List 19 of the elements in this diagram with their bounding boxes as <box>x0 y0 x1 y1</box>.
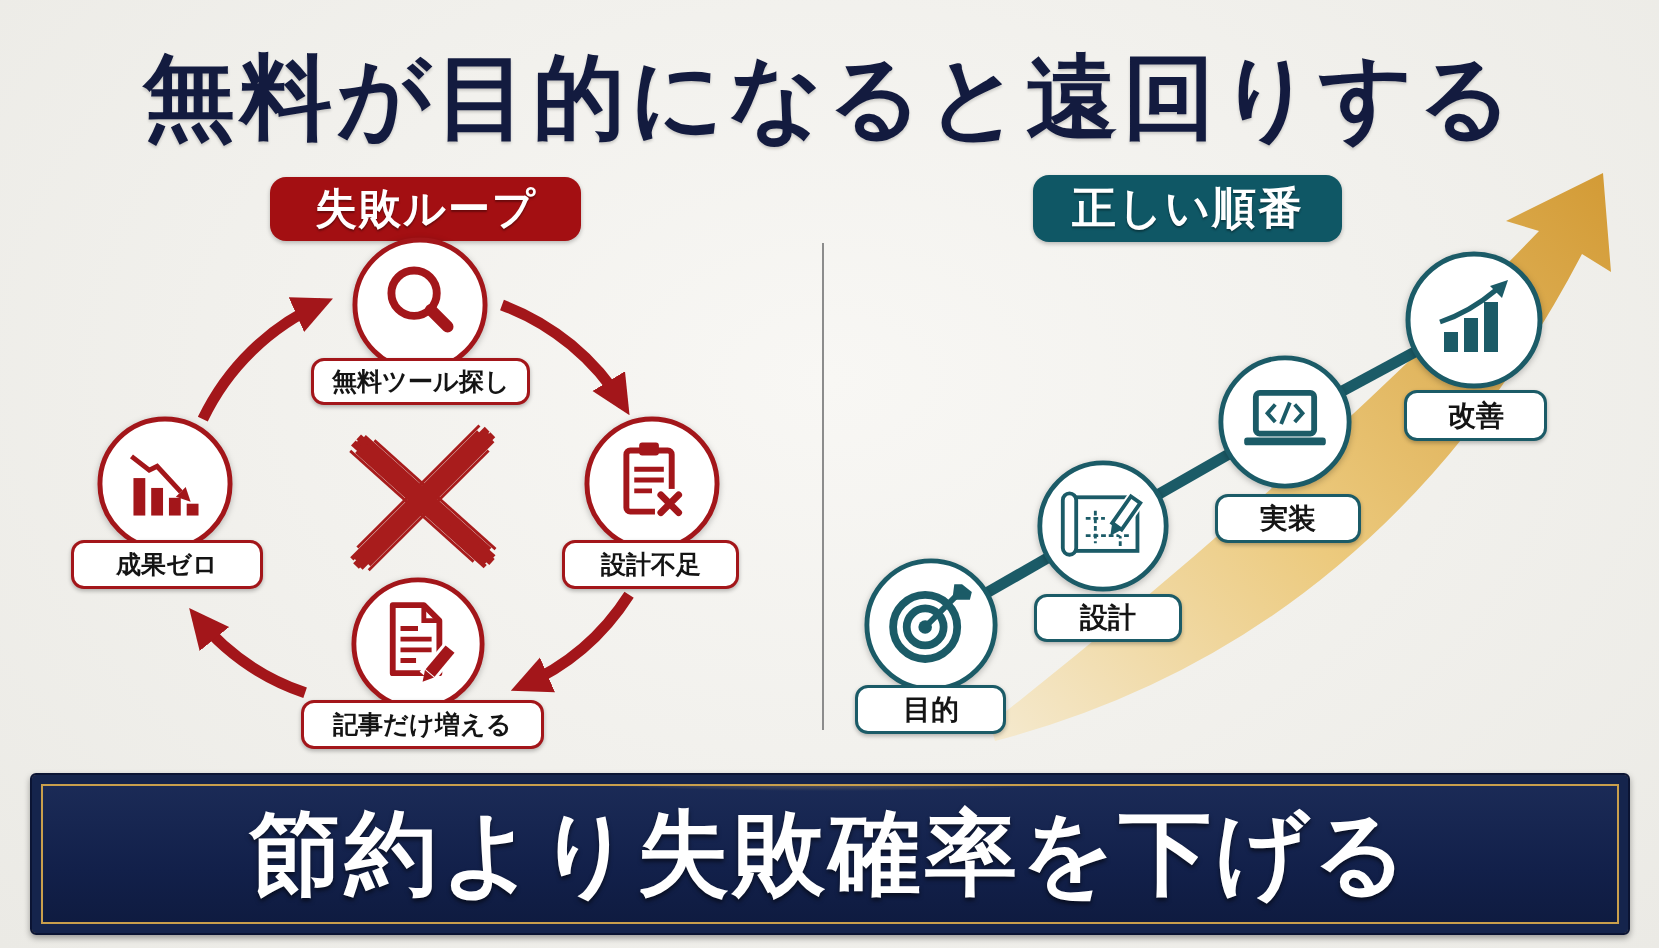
connector-line <box>1339 346 1418 396</box>
section-heading: 失敗ループ <box>270 177 581 241</box>
section-heading: 正しい順番 <box>1033 175 1342 242</box>
arrow <box>188 608 308 698</box>
step-label: 目的 <box>855 685 1006 734</box>
step-label: 無料ツール探し <box>311 358 530 405</box>
step-label: 設計不足 <box>562 540 739 589</box>
connector-line <box>984 553 1051 598</box>
step-label: 成果ゼロ <box>71 540 263 589</box>
arrow <box>511 591 634 692</box>
step-label: 記事だけ増える <box>301 700 544 749</box>
title: 無料が目的になると遠回りする <box>142 50 1517 147</box>
banner: 節約より失敗確率を下げる <box>30 773 1630 935</box>
step-label: 実装 <box>1215 494 1361 543</box>
arrow <box>198 297 333 422</box>
connector-line <box>1155 449 1232 499</box>
step-label: 改善 <box>1404 390 1547 441</box>
arrow <box>499 299 631 415</box>
step-label: 設計 <box>1034 594 1182 642</box>
